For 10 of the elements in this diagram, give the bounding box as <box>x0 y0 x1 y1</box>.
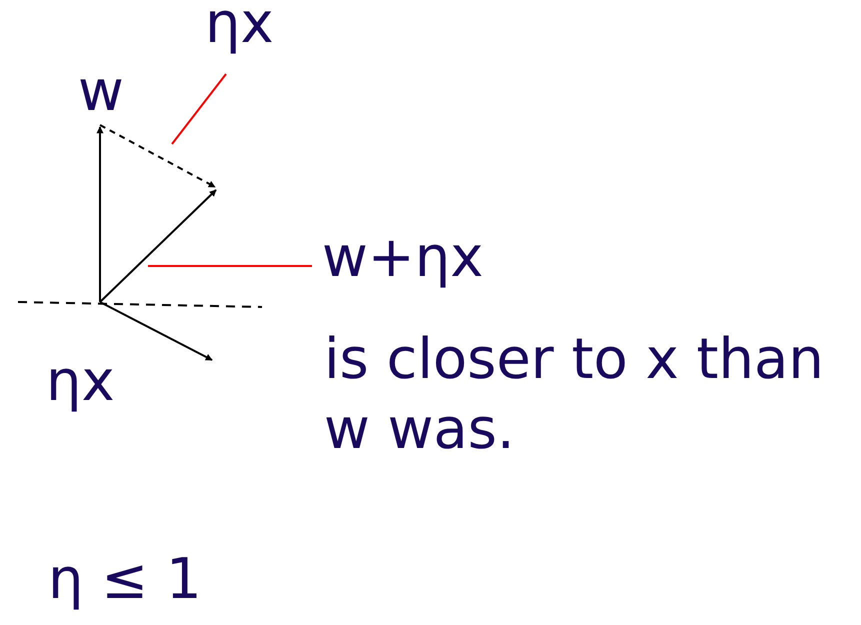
vector-label: w <box>78 60 124 124</box>
vector-label: w+ηx <box>322 226 484 290</box>
vector-label: ηx <box>205 0 274 56</box>
condition-text: η ≤ 1 <box>48 548 202 612</box>
vector-arrow <box>99 189 217 303</box>
dashed-arrow <box>100 124 216 188</box>
note-text: is closer to x than w was. <box>324 326 824 464</box>
leader-line <box>148 265 312 267</box>
vector-label: ηx <box>46 350 115 414</box>
leader-line <box>171 73 227 145</box>
